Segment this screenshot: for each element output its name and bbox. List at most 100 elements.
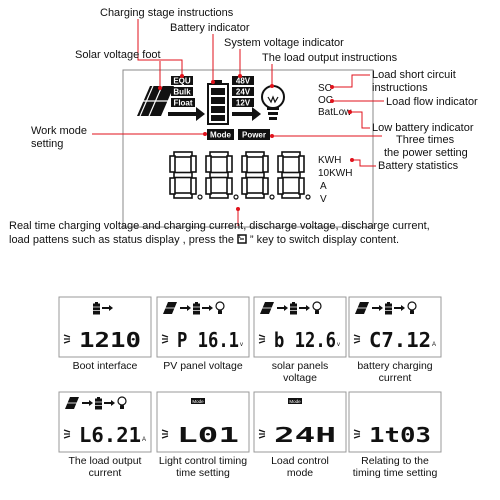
panel-caption: current	[89, 467, 122, 479]
leader-dot	[203, 132, 207, 136]
leader-statistics	[352, 159, 376, 167]
seven-segment-digit	[205, 151, 239, 200]
light-signal-icon	[258, 429, 266, 439]
light-signal-icon	[161, 429, 169, 439]
svg-text:Mode: Mode	[210, 131, 231, 140]
panel-caption: mode	[287, 467, 313, 479]
leader-dot	[238, 74, 242, 78]
light-signal-icon	[63, 334, 71, 344]
panel-caption: Load control	[271, 455, 329, 467]
panel-display-value: 1t03	[369, 423, 431, 447]
charge-arrow-icon	[168, 107, 205, 121]
svg-text:Mode: Mode	[192, 399, 204, 404]
svg-text:Bulk: Bulk	[173, 87, 191, 96]
description-line-2: load pattens such as status display , pr…	[9, 234, 399, 246]
mode-chip-mini: Mode	[288, 398, 302, 404]
svg-text:Float: Float	[173, 98, 192, 107]
light-signal-icon	[161, 334, 169, 344]
stage-chip-equ: EQU	[171, 76, 193, 85]
panel-caption: battery charging	[357, 360, 432, 372]
main-digit-display	[169, 151, 311, 200]
leader-charging-stage	[137, 19, 183, 76]
mini-battery-icon	[95, 397, 102, 410]
panel-caption: PV panel voltage	[163, 360, 243, 372]
mini-solar-icon	[163, 302, 177, 314]
leader-batlow	[350, 111, 370, 129]
leader-dot	[211, 80, 215, 84]
oc-indicator: OC	[318, 95, 333, 106]
mode-chip: Mode	[207, 129, 234, 140]
svg-text:24V: 24V	[236, 87, 251, 96]
panel-display-value: L6.21	[79, 423, 141, 447]
label-low-battery: Low battery indicator	[372, 122, 474, 134]
panel-caption: voltage	[283, 372, 317, 384]
seven-segment-digit	[277, 151, 311, 200]
panel-caption: Boot interface	[73, 360, 138, 372]
mini-arrow-icon	[394, 305, 405, 311]
mini-battery-icon	[93, 302, 100, 315]
mini-arrow-icon	[82, 400, 93, 406]
mini-solar-icon	[65, 397, 79, 409]
mini-battery-icon	[290, 302, 297, 315]
leader-dot	[158, 86, 162, 90]
mini-battery-icon	[193, 302, 200, 315]
label-power-setting: the power setting	[384, 147, 468, 159]
label-solar-voltage-foot: Solar voltage foot	[75, 49, 161, 61]
panel-caption: Relating to the	[361, 455, 429, 467]
stage-chip-float: Float	[171, 98, 195, 107]
panel-unit: A	[432, 342, 436, 348]
decimal-point	[233, 194, 239, 200]
label-load-flow: Load flow indicator	[386, 96, 478, 108]
leader-dot	[330, 85, 334, 89]
mini-bulb-icon	[312, 301, 322, 314]
leader-dot	[350, 158, 354, 162]
label-three-times: Three times	[396, 134, 455, 146]
svg-text:Power: Power	[242, 131, 266, 140]
label-load-output: The load output instructions	[262, 52, 398, 64]
sc-indicator: SC	[318, 83, 332, 94]
leader-dot	[180, 74, 184, 78]
voltage-chip-24v: 24V	[232, 87, 254, 96]
panel-display-value: b 12.6	[274, 328, 336, 352]
panel-caption: time setting	[176, 467, 230, 479]
decimal-point	[197, 194, 203, 200]
label-load-short-circuit-2: instructions	[372, 82, 428, 94]
kwh-unit: KWH	[318, 155, 341, 166]
leader-dot	[348, 110, 352, 114]
mini-arrow-icon	[372, 305, 383, 311]
seven-segment-digit	[241, 151, 275, 200]
stage-chip-bulk: Bulk	[171, 87, 193, 96]
panel-unit: A	[142, 437, 146, 443]
description-line-1: Real time charging voltage and charging …	[9, 220, 430, 232]
voltage-chip-48v: 48V	[232, 76, 254, 85]
mini-arrow-icon	[102, 305, 113, 311]
label-work-mode-setting: setting	[31, 138, 63, 150]
mini-arrow-icon	[180, 305, 191, 311]
svg-text:Mode: Mode	[289, 399, 301, 404]
panel-unit: v	[337, 342, 340, 348]
panel-frame	[348, 391, 442, 453]
power-chip: Power	[238, 129, 270, 140]
panel-caption: Light control timing	[159, 455, 247, 467]
mini-solar-icon	[355, 302, 369, 314]
mini-arrow-icon	[299, 305, 310, 311]
mini-arrow-icon	[277, 305, 288, 311]
panel-caption: current	[379, 372, 412, 384]
load-arrow-icon	[232, 107, 261, 121]
mini-arrow-icon	[104, 400, 115, 406]
mini-battery-icon	[385, 302, 392, 315]
label-system-voltage: System voltage indicator	[224, 37, 344, 49]
label-charging-stage: Charging stage instructions	[100, 7, 234, 19]
decimal-point	[269, 194, 275, 200]
svg-text:48V: 48V	[236, 76, 251, 85]
svg-text:12V: 12V	[236, 98, 251, 107]
panel-caption: timing time setting	[353, 467, 438, 479]
light-signal-icon	[353, 429, 361, 439]
label-load-short-circuit: Load short circuit	[372, 69, 456, 81]
